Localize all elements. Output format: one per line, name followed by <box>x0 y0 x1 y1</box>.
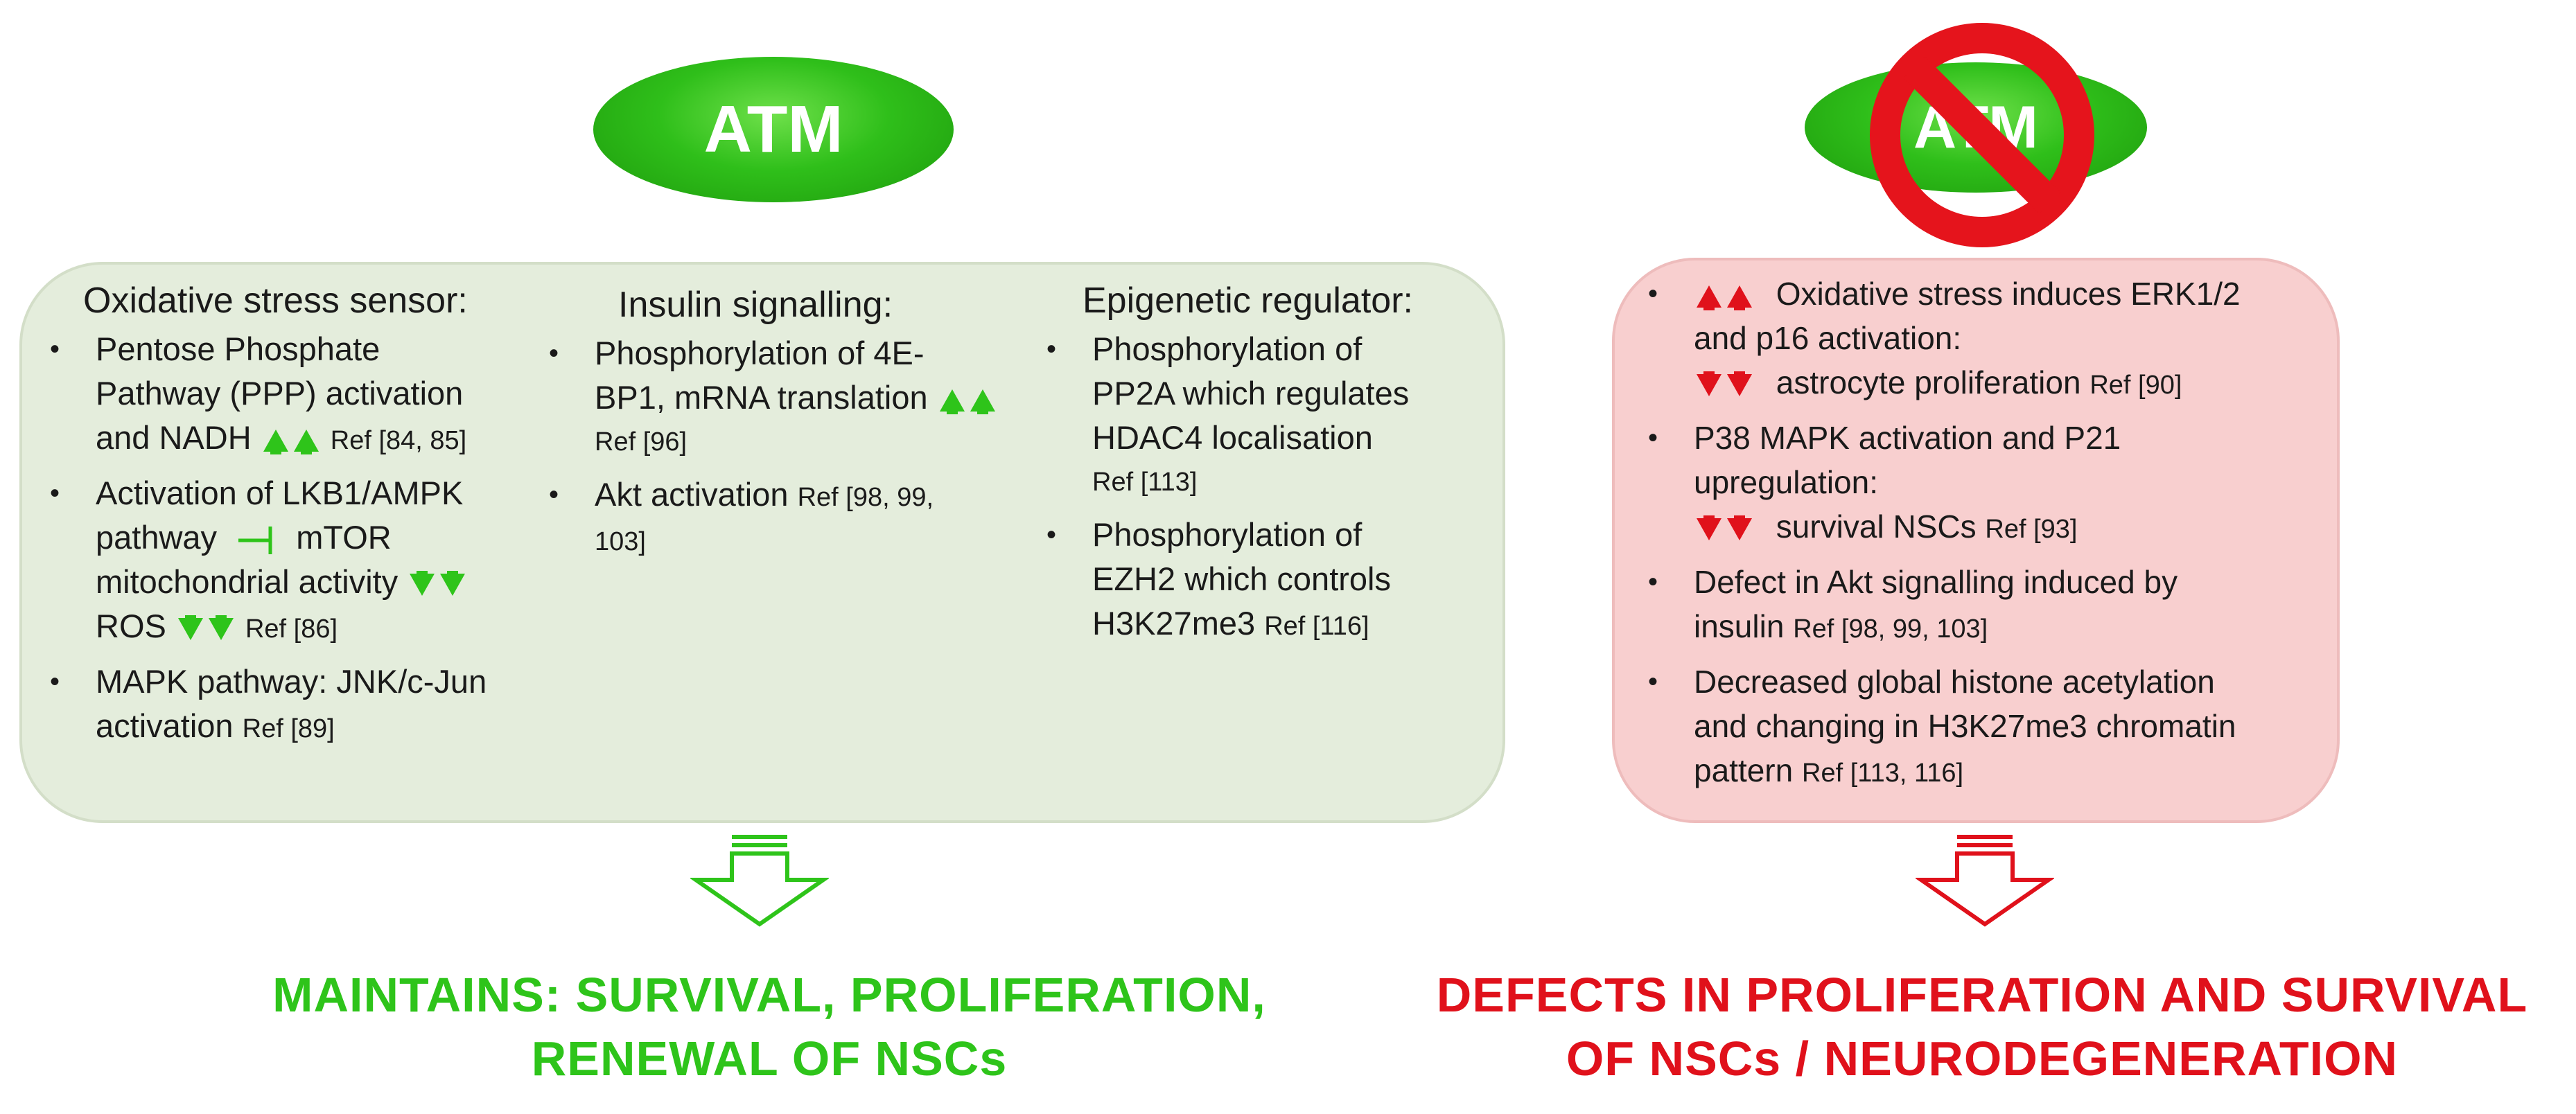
atm-functions-panel <box>19 262 1505 823</box>
item-line: P38 MAPK activation and P21 <box>1694 420 2121 456</box>
reference: 103] <box>595 527 646 556</box>
reference: Ref [86] <box>245 615 338 644</box>
bullet: • <box>1046 520 1057 550</box>
outcome-line: MAINTAINS: SURVIVAL, PROLIFERATION, <box>272 968 1266 1022</box>
list-item: • Phosphorylation of 4E- BP1, mRNA trans… <box>549 331 1048 464</box>
double-down-arrow-icon <box>178 615 234 643</box>
item-line: EZH2 which controls <box>1092 560 1391 597</box>
down-arrow-green-icon <box>690 835 829 927</box>
item-line: BP1, mRNA translation <box>595 379 928 416</box>
inhibit-icon <box>238 526 272 554</box>
list-item: • Activation of LKB1/AMPK pathway mTOR m… <box>50 471 549 651</box>
reference: Ref [90] <box>2089 371 2182 400</box>
item-line: H3K27me3 <box>1092 605 1256 642</box>
outcome-maintains: MAINTAINS: SURVIVAL, PROLIFERATION, RENE… <box>90 963 1448 1090</box>
bullet: • <box>1648 567 1658 597</box>
item-line: Activation of LKB1/AMPK <box>96 475 464 511</box>
list-item: • Decreased global histone acetylation a… <box>1648 660 2341 795</box>
reference: Ref [84, 85] <box>330 426 467 455</box>
reference: Ref [98, 99, 103] <box>1793 615 1988 644</box>
item-line: pathway <box>96 519 218 556</box>
list-item: • P38 MAPK activation and P21 upregulati… <box>1648 416 2341 551</box>
item-line: astrocyte proliferation <box>1776 364 2081 400</box>
reference: Ref [96] <box>595 427 687 457</box>
item-line: Phosphorylation of 4E- <box>595 335 925 371</box>
double-up-arrow-icon <box>263 427 319 454</box>
reference: Ref [116] <box>1264 612 1369 641</box>
item-line: mTOR <box>296 519 392 556</box>
no-sign-icon <box>1870 23 2094 247</box>
item-line: upregulation: <box>1694 464 1878 500</box>
list-item: • Phosphorylation of EZH2 which controls… <box>1046 513 1490 648</box>
item-line: and p16 activation: <box>1694 320 1962 356</box>
insulin-signalling-title: Insulin signalling: <box>618 285 893 325</box>
bullet: • <box>549 479 559 510</box>
double-up-arrow-icon <box>1697 283 1752 310</box>
item-line: pattern <box>1694 752 1794 788</box>
double-down-arrow-icon <box>1697 371 1752 399</box>
list-item: • Defect in Akt signalling induced by in… <box>1648 560 2341 651</box>
item-line: HDAC4 localisation <box>1092 419 1373 456</box>
item-line: Phosphorylation of <box>1092 330 1363 367</box>
bullet: • <box>1648 278 1658 309</box>
insulin-signalling-column: Insulin signalling: • Phosphorylation of… <box>549 283 1048 572</box>
list-item: • Oxidative stress induces ERK1/2 and p1… <box>1648 272 2341 407</box>
bullet: • <box>1046 334 1057 364</box>
item-line: Pathway (PPP) activation <box>96 375 464 412</box>
reference: Ref [98, 99, <box>797 483 934 512</box>
outcome-defects: DEFECTS IN PROLIFERATION AND SURVIVAL OF… <box>1393 963 2571 1090</box>
oxidative-stress-column: Oxidative stress sensor: • Pentose Phosp… <box>50 278 549 759</box>
item-line: Decreased global histone acetylation <box>1694 664 2215 700</box>
item-line: survival NSCs <box>1776 509 1977 545</box>
outcome-line: RENEWAL OF NSCs <box>531 1032 1008 1086</box>
double-down-arrow-icon <box>410 571 465 599</box>
item-line: Oxidative stress induces ERK1/2 <box>1776 276 2241 312</box>
down-arrow-red-icon <box>1916 835 2054 927</box>
outcome-line: OF NSCs / NEURODEGENERATION <box>1566 1032 2399 1086</box>
atm-deficiency-list: • Oxidative stress induces ERK1/2 and p1… <box>1648 272 2341 804</box>
item-line: Akt activation <box>595 476 789 513</box>
reference: Ref [93] <box>1985 515 2078 544</box>
list-item: • Phosphorylation of PP2A which regulate… <box>1046 327 1490 504</box>
bullet: • <box>50 478 60 509</box>
item-line: Phosphorylation of <box>1092 516 1363 553</box>
outcome-line: DEFECTS IN PROLIFERATION AND SURVIVAL <box>1436 968 2528 1022</box>
list-item: • MAPK pathway: JNK/c-Jun activation Ref… <box>50 660 549 751</box>
item-line: mitochondrial activity <box>96 563 398 600</box>
reference: Ref [113] <box>1092 468 1198 497</box>
item-line: activation <box>96 707 234 744</box>
bullet: • <box>549 338 559 369</box>
bullet: • <box>1648 666 1658 697</box>
atm-label-left: ATM <box>703 92 843 166</box>
item-line: and NADH <box>96 419 252 456</box>
epigenetic-regulator-title: Epigenetic regulator: <box>1083 281 1413 321</box>
reference: Ref [113, 116] <box>1802 759 1964 788</box>
item-line: Pentose Phosphate <box>96 330 380 367</box>
epigenetic-regulator-column: Epigenetic regulator: • Phosphorylation … <box>1046 278 1490 657</box>
atm-deficiency-panel <box>1612 258 2340 823</box>
item-line: ROS <box>96 608 166 644</box>
item-line: MAPK pathway: JNK/c-Jun <box>96 663 487 700</box>
atm-ellipse-left: ATM <box>593 57 954 202</box>
item-line: PP2A which regulates <box>1092 375 1410 412</box>
list-item: • Akt activation Ref [98, 99, 103] <box>549 472 1048 564</box>
bullet: • <box>1648 423 1658 453</box>
item-line: insulin <box>1694 608 1785 644</box>
double-down-arrow-icon <box>1697 515 1752 543</box>
list-item: • Pentose Phosphate Pathway (PPP) activa… <box>50 327 549 463</box>
item-line: and changing in H3K27me3 chromatin <box>1694 708 2236 744</box>
item-line: Defect in Akt signalling induced by <box>1694 564 2178 600</box>
reference: Ref [89] <box>242 714 335 743</box>
bullet: • <box>50 666 60 697</box>
double-up-arrow-icon <box>940 387 995 414</box>
oxidative-stress-title: Oxidative stress sensor: <box>83 281 468 321</box>
bullet: • <box>50 334 60 364</box>
